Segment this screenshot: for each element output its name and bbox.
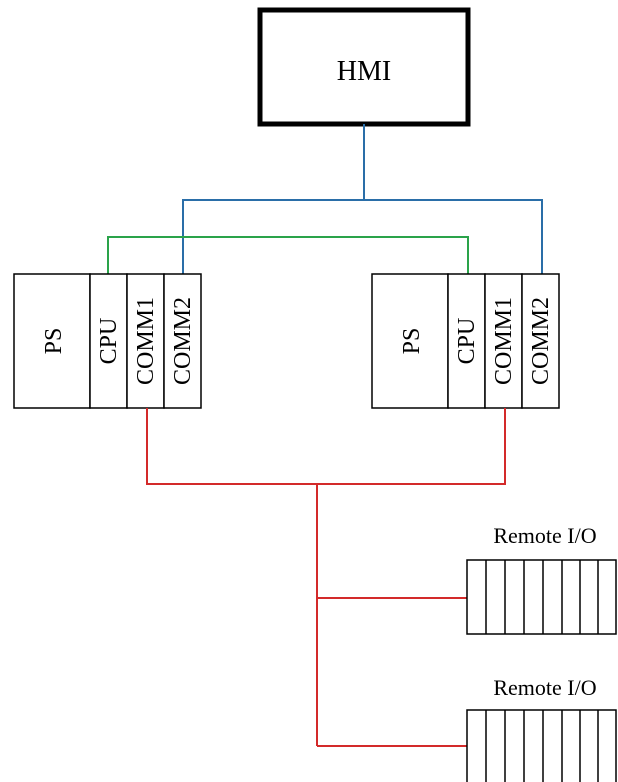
comm2-label: COMM2 [528,297,554,385]
plc-rack-right: PS CPU COMM1 COMM2 [371,273,560,409]
comm1-label: COMM1 [133,297,159,385]
plc-rack-left: PS CPU COMM1 COMM2 [13,273,202,409]
comm2-label: COMM2 [170,297,196,385]
hmi-node: HMI [257,7,471,127]
ps-label: PS [41,328,67,355]
comm2-module [163,273,202,409]
remote-io-slots [485,710,599,782]
ps-module [371,273,449,409]
remote-io-1: Remote I/O [466,523,617,635]
cpu-label: CPU [454,318,480,365]
io-network [146,408,506,747]
ps-label: PS [399,328,425,355]
hmi-network [182,124,543,274]
remote-io-rack [466,709,617,782]
io-network-bus [146,408,506,485]
cpu-sync-link [107,236,469,274]
comm1-module [126,273,165,409]
remote-io-rack [466,559,617,635]
cpu-module [89,273,128,409]
ps-module [13,273,91,409]
remote-io-2: Remote I/O [466,675,617,782]
cpu-label: CPU [96,318,122,365]
comm1-label: COMM1 [491,297,517,385]
hmi-label: HMI [337,56,391,87]
hmi-box [257,7,471,127]
remote-io-label: Remote I/O [493,523,596,548]
remote-io-label: Remote I/O [493,675,596,700]
comm1-module [484,273,523,409]
cpu-module [447,273,486,409]
comm2-module [521,273,560,409]
remote-io-slots [485,560,599,634]
